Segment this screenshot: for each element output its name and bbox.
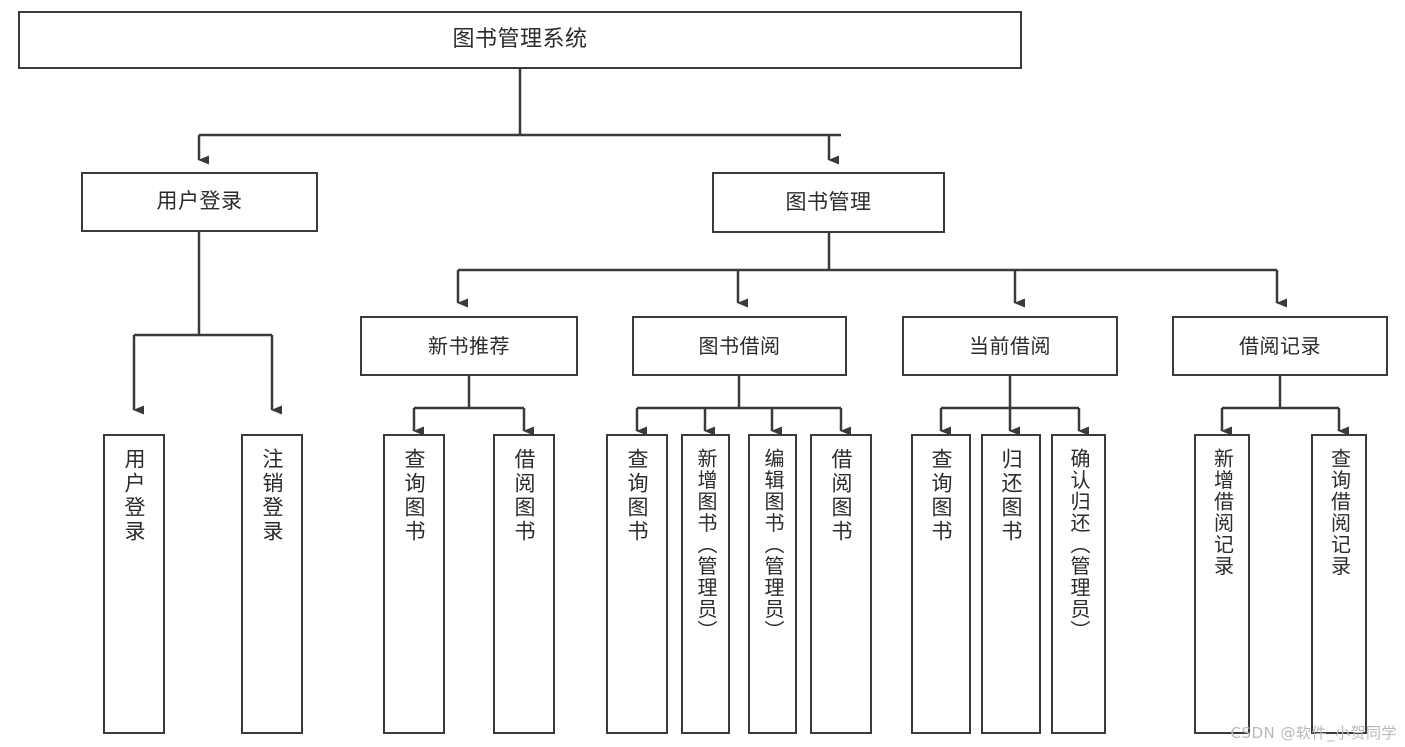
leaf-logout[interactable]: 注销登录 bbox=[241, 434, 303, 734]
node-label: 图书借阅 bbox=[698, 333, 781, 358]
node-label: 用户登录 bbox=[156, 189, 243, 214]
leaf-confirm-return-admin[interactable]: 确认归还（管理员） bbox=[1051, 434, 1106, 734]
node-label: 图书管理 bbox=[785, 189, 872, 214]
node-current-borrow[interactable]: 当前借阅 bbox=[902, 316, 1118, 376]
node-label: 借阅图书 bbox=[512, 448, 537, 544]
leaf-borrow-book-recommend[interactable]: 借阅图书 bbox=[493, 434, 555, 734]
leaf-borrow-book[interactable]: 借阅图书 bbox=[810, 434, 872, 734]
node-label: 注销登录 bbox=[260, 448, 285, 544]
leaf-edit-book-admin[interactable]: 编辑图书（管理员） bbox=[748, 434, 797, 734]
node-label: 查询图书 bbox=[929, 448, 954, 544]
node-borrow-records[interactable]: 借阅记录 bbox=[1172, 316, 1388, 376]
csdn-watermark: CSDN @软件_小贺同学 bbox=[1230, 724, 1397, 742]
node-label: 借阅记录 bbox=[1239, 333, 1321, 358]
node-user-login[interactable]: 用户登录 bbox=[81, 172, 318, 232]
leaf-query-book-recommend[interactable]: 查询图书 bbox=[383, 434, 445, 734]
node-label: 查询图书 bbox=[625, 448, 650, 544]
node-label: 编辑图书（管理员） bbox=[761, 448, 785, 642]
leaf-return-book[interactable]: 归还图书 bbox=[981, 434, 1041, 734]
leaf-query-borrow-record[interactable]: 查询借阅记录 bbox=[1311, 434, 1367, 734]
node-book-management[interactable]: 图书管理 bbox=[712, 172, 945, 233]
node-label: 查询图书 bbox=[402, 448, 427, 544]
leaf-add-book-admin[interactable]: 新增图书（管理员） bbox=[681, 434, 730, 734]
node-label: 新增图书（管理员） bbox=[694, 448, 718, 642]
node-label: 借阅图书 bbox=[829, 448, 854, 544]
node-root[interactable]: 图书管理系统 bbox=[18, 11, 1022, 69]
node-label: 用户登录 bbox=[122, 448, 147, 544]
node-new-book-recommend[interactable]: 新书推荐 bbox=[360, 316, 578, 376]
node-label: 确认归还（管理员） bbox=[1067, 448, 1091, 642]
node-label: 当前借阅 bbox=[969, 333, 1051, 358]
node-label: 查询借阅记录 bbox=[1327, 448, 1352, 577]
leaf-user-login[interactable]: 用户登录 bbox=[103, 434, 165, 734]
node-label: 图书管理系统 bbox=[452, 27, 588, 53]
leaf-query-book-borrow[interactable]: 查询图书 bbox=[606, 434, 668, 734]
leaf-query-book-current[interactable]: 查询图书 bbox=[911, 434, 971, 734]
leaf-add-borrow-record[interactable]: 新增借阅记录 bbox=[1194, 434, 1250, 734]
node-book-borrow[interactable]: 图书借阅 bbox=[632, 316, 847, 376]
node-label: 新书推荐 bbox=[428, 333, 510, 358]
node-label: 归还图书 bbox=[999, 448, 1024, 544]
node-label: 新增借阅记录 bbox=[1210, 448, 1235, 577]
